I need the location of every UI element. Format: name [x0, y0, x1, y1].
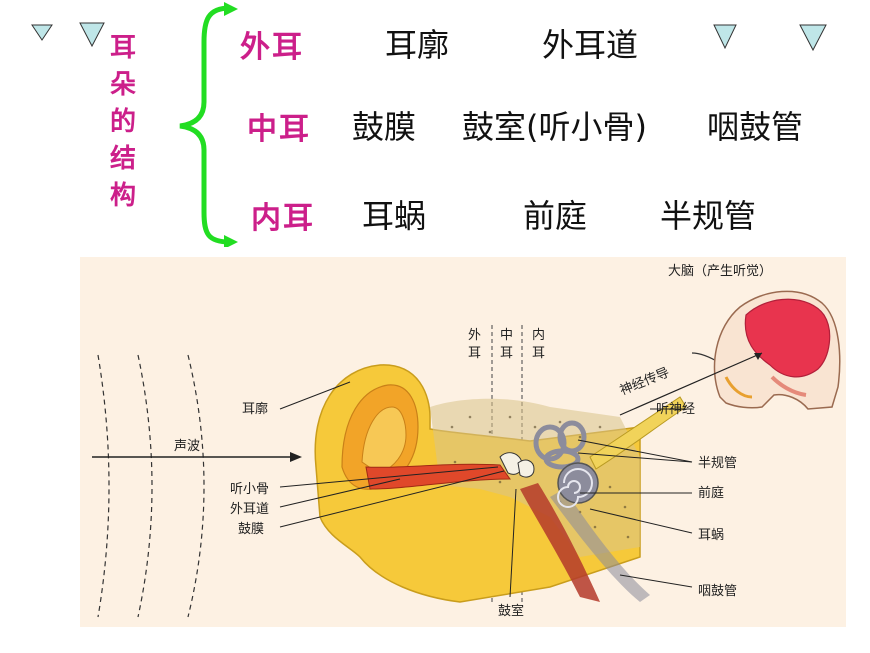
label-middle-top: 中 [500, 328, 513, 343]
label-sound-wave: 声波 [174, 439, 200, 454]
sound-wave-arcs [97, 354, 205, 618]
label-eardrum: 鼓膜 [238, 522, 264, 537]
label-cochlea: 耳蜗 [698, 527, 724, 543]
row-label-inner-ear: 内耳 [251, 201, 315, 236]
curly-brace [172, 2, 242, 251]
leader-lines [279, 381, 693, 598]
label-semicircular: 半规管 [698, 456, 737, 471]
label-middle-bottom: 耳 [500, 346, 513, 361]
label-outer-top: 外 [468, 328, 481, 343]
vertical-title: 耳 朵 的 结 构 [103, 30, 143, 215]
row-label-middle-ear: 中耳 [247, 112, 311, 147]
row-label-outer-ear: 外耳 [240, 30, 304, 65]
item-tympanic-cavity: 鼓室(听小骨) [462, 108, 647, 146]
item-ear-canal: 外耳道 [542, 26, 639, 64]
title-char: 构 [109, 181, 136, 211]
title-char: 朵 [109, 70, 136, 100]
item-semicircular-canals: 半规管 [660, 197, 757, 235]
label-ossicles: 听小骨 [230, 482, 269, 497]
title-char: 结 [109, 144, 136, 174]
label-brain: 大脑（产生听觉） [668, 264, 772, 279]
ear-anatomy-figure: 大脑（产生听觉） 神经传导 听神经 声波 耳廓 听小骨 外耳道 鼓膜 半规管 前… [80, 257, 846, 627]
item-eustachian-tube: 咽鼓管 [707, 108, 804, 146]
label-tympanic: 鼓室 [498, 603, 524, 619]
label-eustachian: 咽鼓管 [698, 584, 737, 599]
label-auditory-nerve: 听神经 [656, 402, 695, 417]
label-ear-canal: 外耳道 [230, 502, 269, 517]
label-inner-top: 内 [532, 327, 545, 343]
label-nerve-transmission: 神经传导 [618, 365, 672, 398]
ossicles [499, 452, 535, 478]
label-inner-bottom: 耳 [532, 346, 545, 361]
item-cochlea: 耳蜗 [362, 197, 427, 235]
title-char: 耳 [109, 33, 136, 63]
label-auricle: 耳廓 [242, 401, 268, 417]
label-outer-bottom: 耳 [468, 346, 481, 361]
title-char: 的 [109, 107, 136, 137]
inner-ear [533, 420, 587, 470]
item-vestibule: 前庭 [523, 197, 588, 235]
item-auricle: 耳廓 [385, 26, 450, 64]
label-vestibule: 前庭 [698, 485, 724, 501]
item-eardrum: 鼓膜 [352, 108, 417, 146]
